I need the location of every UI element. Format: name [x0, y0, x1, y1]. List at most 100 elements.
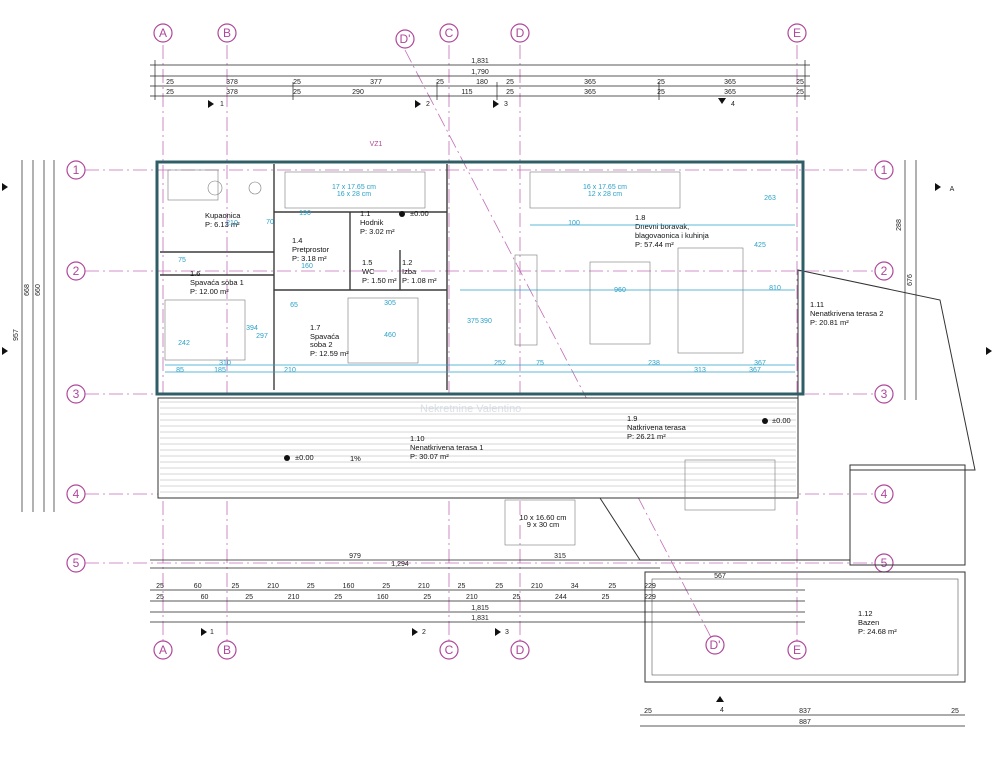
- dim-bottom-r3-4: 25: [334, 594, 342, 601]
- stairs-3: [504, 499, 576, 546]
- interior-dim-2: 190: [299, 210, 311, 217]
- axis-bubble-bottom-c: [439, 640, 459, 660]
- interior-dim-10: 375: [467, 318, 479, 325]
- axis-bubble-top-b: [217, 23, 237, 43]
- section-arrow-bottom-3: [495, 628, 501, 636]
- dim-right-a: 288: [896, 219, 903, 231]
- dim-left-mid2: 660: [35, 284, 42, 296]
- stairs-3-label-b: 9 x 30 cm: [527, 520, 560, 529]
- section-arrow-left: [2, 183, 8, 191]
- section-arrow-top-1: [208, 100, 214, 108]
- dim-bottom-r3-5: 160: [377, 594, 389, 601]
- interior-dim-15: 263: [764, 195, 776, 202]
- room-1-10-area: P: 30.07 m²: [410, 452, 449, 461]
- room-1-6-area: P: 12.00 m²: [190, 287, 229, 296]
- watermark: Nekretnine Valentino: [420, 403, 521, 415]
- interior-dim-3: 75: [178, 257, 186, 264]
- dim-bottom-r2-2: 25: [232, 583, 240, 590]
- dim-top-r4-3: 290: [352, 89, 364, 96]
- room-1-2-num: 1.2: [402, 258, 412, 267]
- axis-bubble-top-d-prime: [395, 29, 415, 49]
- axis-label-bottom-d: D: [516, 643, 525, 657]
- interior-dim-23: 85: [176, 367, 184, 374]
- axis-label-bottom-e: E: [793, 643, 801, 657]
- section-marks-bottom: 1 2 3 4: [201, 628, 724, 714]
- dim-bottom-r3-1: 60: [201, 594, 209, 601]
- interior-dim-8: 460: [384, 332, 396, 339]
- dim-bottom-r3-6: 25: [423, 594, 431, 601]
- section-mark-bottom-4: 4: [720, 707, 724, 714]
- axis-bubble-top-e: [787, 23, 807, 43]
- room-1-10-num: 1.10: [410, 434, 425, 443]
- terrace-table: [684, 459, 776, 511]
- terrace-hatching: [157, 269, 976, 683]
- section-arrow-bottom-2: [412, 628, 418, 636]
- section-arrow-left-2: [2, 347, 8, 355]
- room-1-4-num: 1.4: [292, 236, 302, 245]
- room-1-11-name: Nenatkrivena terasa 2: [810, 309, 883, 318]
- axis-bubble-top-c: [439, 23, 459, 43]
- dim-top-r3-2: 25: [293, 79, 301, 86]
- vz-label: VZ1: [370, 141, 383, 148]
- axis-label-top-c: C: [445, 26, 454, 40]
- interior-dim-11: 390: [480, 318, 492, 325]
- section-mark-top-3: 3: [504, 101, 508, 108]
- interior-dim-26: 75: [536, 360, 544, 367]
- axis-labels-bottom: A B C D D' E: [153, 635, 807, 660]
- section-arrow-side: [935, 183, 941, 191]
- dim-top-r4-6: 365: [584, 89, 596, 96]
- axis-label-left-1: 1: [73, 163, 80, 177]
- level-marker-1: [399, 211, 405, 217]
- section-arrow-bottom-1: [201, 628, 207, 636]
- axis-label-top-d-prime: D': [400, 32, 411, 46]
- interior-dim-25: 252: [494, 360, 506, 367]
- room-1-7-area: P: 12.59 m²: [310, 349, 349, 358]
- dim-top-r4-1: 378: [226, 89, 238, 96]
- toilet: [248, 181, 262, 195]
- interior-dim-4: 160: [301, 263, 313, 270]
- axis-bubble-bottom-a: [153, 640, 173, 660]
- room-1-1-num: 1.1: [360, 209, 370, 218]
- dim-bottom-r3-0: 25: [156, 594, 164, 601]
- room-1-4-name: Pretprostor: [292, 245, 330, 254]
- dim-top-r3-7: 365: [584, 79, 596, 86]
- dim-top-r3-5: 180: [476, 79, 488, 86]
- interior-dim-20: 185: [214, 367, 226, 374]
- dim-bottom-r2-10: 210: [531, 583, 543, 590]
- dim-pool-25a: 25: [644, 708, 652, 715]
- axis-label-right-3: 3: [881, 387, 888, 401]
- bathtub: [167, 169, 219, 201]
- dim-bottom-r3-3: 210: [288, 594, 300, 601]
- section-arrow-top-4: [718, 98, 726, 104]
- slope: 1%: [350, 454, 361, 463]
- sink: [207, 180, 223, 196]
- dim-top-r4-8: 365: [724, 89, 736, 96]
- dim-top-r3-9: 365: [724, 79, 736, 86]
- room-1-12-num: 1.12: [858, 609, 873, 618]
- axis-label-bottom-b: B: [223, 643, 231, 657]
- dim-bottom-r3-2: 25: [245, 594, 253, 601]
- room-1-11-num: 1.11: [810, 300, 824, 309]
- section-arrow-right-2: [986, 347, 992, 355]
- room-1-8-name2: blagovaonica i kuhinja: [635, 231, 710, 240]
- axis-label-top-d: D: [516, 26, 525, 40]
- room-kupaonica-area: P: 6.13 m²: [205, 220, 240, 229]
- room-1-9-name: Natkrivena terasa: [627, 423, 687, 432]
- dim-bottom-1294: 1,294: [391, 561, 409, 568]
- room-1-12-name: Bazen: [858, 618, 879, 627]
- room-1-2-area: P: 1.08 m²: [402, 276, 437, 285]
- interior-dim-21: 210: [284, 367, 296, 374]
- dim-bottom-r2-7: 210: [418, 583, 430, 590]
- dimension-chain-top: 1,831 1,790 25 378 25 377 25 180 25 365 …: [150, 58, 810, 100]
- dimension-chain-right: 288 676: [896, 160, 917, 400]
- dim-bottom-r2-9: 25: [495, 583, 503, 590]
- dining-table: [589, 261, 651, 345]
- room-1-9-num: 1.9: [627, 414, 637, 423]
- section-mark-top-1: 1: [220, 101, 224, 108]
- interior-dim-1: 70: [266, 219, 274, 226]
- room-1-5-name: WC: [362, 267, 375, 276]
- room-1-2-name: Izba: [402, 267, 417, 276]
- dim-top-r3-6: 25: [506, 79, 514, 86]
